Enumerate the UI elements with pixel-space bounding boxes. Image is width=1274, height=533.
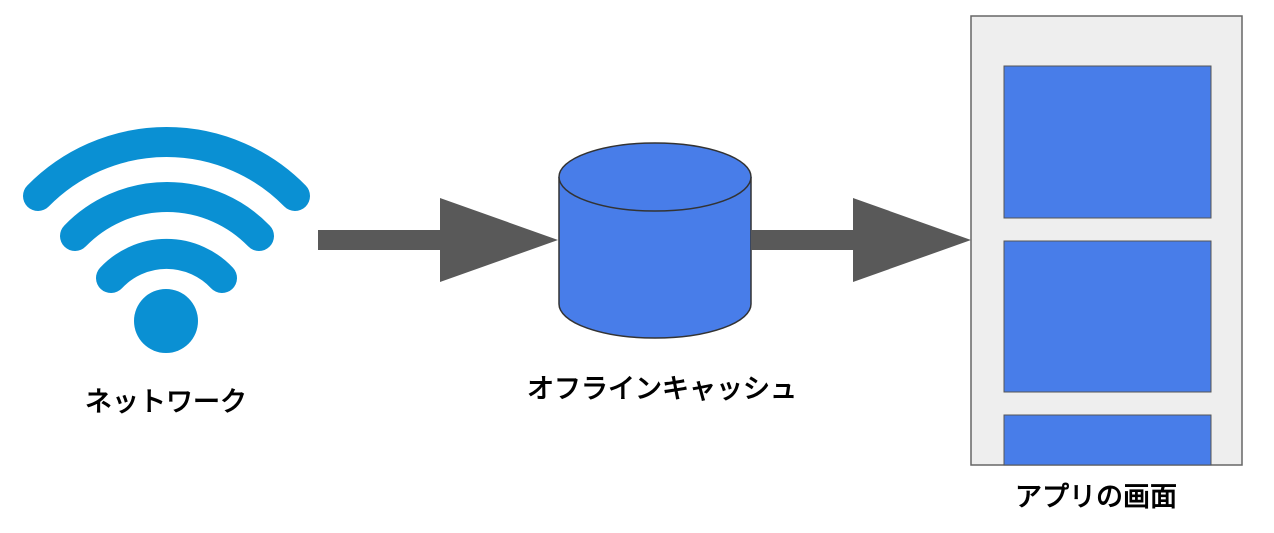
screen-block-3 xyxy=(1003,414,1212,466)
app-screen-mockup xyxy=(970,15,1243,466)
cylinder-body xyxy=(558,177,752,339)
wifi-arc-middle xyxy=(60,182,274,251)
cache-label: オフラインキャッシュ xyxy=(527,374,797,405)
arrow-cache-to-screen xyxy=(751,198,971,282)
wifi-arc-outer xyxy=(23,127,310,211)
arrow-head xyxy=(440,198,558,282)
database-cylinder-icon xyxy=(558,142,752,339)
wifi-icon xyxy=(23,127,310,353)
arrow-shaft xyxy=(751,230,861,250)
wifi-dot xyxy=(134,289,198,353)
wifi-arc-inner xyxy=(96,238,237,293)
network-label: ネットワーク xyxy=(85,387,247,418)
arrow-head xyxy=(853,198,971,282)
screen-label: アプリの画面 xyxy=(1015,482,1177,513)
arrow-shaft xyxy=(318,230,448,250)
arrow-network-to-cache xyxy=(318,198,558,282)
cylinder-top xyxy=(558,142,752,212)
screen-block-2 xyxy=(1003,240,1212,393)
screen-block-1 xyxy=(1003,65,1212,219)
